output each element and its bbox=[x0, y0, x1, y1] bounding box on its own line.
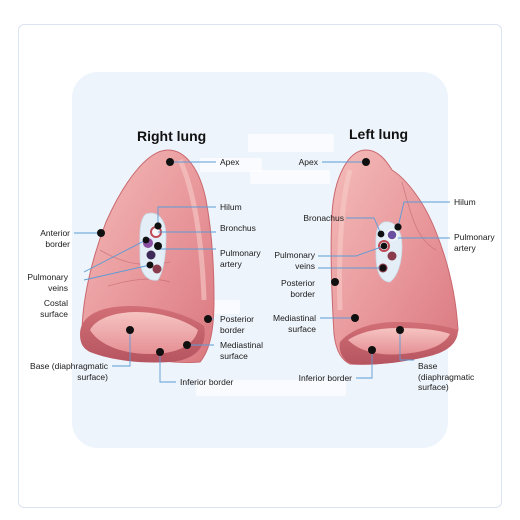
marker-dot bbox=[377, 230, 385, 238]
marker-dot bbox=[362, 158, 370, 166]
marker-dot bbox=[154, 242, 162, 250]
label-right-pulmonary-artery: Pulmonary artery bbox=[220, 248, 261, 269]
marker-dot bbox=[183, 341, 191, 349]
marker-dot bbox=[146, 261, 154, 269]
right-lung-markers bbox=[97, 158, 212, 356]
background-placeholder-bar bbox=[200, 158, 262, 172]
background-placeholder-bar bbox=[196, 380, 346, 396]
marker-dot bbox=[166, 158, 174, 166]
label-right-bronchus: Bronchus bbox=[220, 223, 256, 233]
label-left-posterior-border: Posterior border bbox=[280, 278, 315, 299]
label-left-mediastinal-surface: Mediastinal surface bbox=[273, 313, 316, 334]
marker-dot bbox=[97, 229, 105, 237]
marker-dot bbox=[380, 242, 388, 250]
right-lung-title: Right lung bbox=[137, 128, 207, 144]
label-right-pulmonary-veins: Pulmonary veins bbox=[27, 272, 68, 293]
label-right-posterior-border: Posterior border bbox=[220, 314, 255, 335]
label-right-anterior-border: Anterior border bbox=[40, 228, 70, 249]
label-right-mediastinal-surface: Mediastinal surface bbox=[220, 340, 263, 361]
label-left-apex: Apex bbox=[298, 157, 318, 167]
marker-dot bbox=[331, 278, 339, 286]
marker-dot bbox=[351, 314, 359, 322]
marker-dot bbox=[396, 326, 404, 334]
left-leader-lines bbox=[318, 161, 450, 379]
label-left-pulmonary-veins: Pulmonary veins bbox=[274, 250, 315, 271]
marker-dot bbox=[126, 326, 134, 334]
marker-dot bbox=[379, 264, 387, 272]
right-leader-lines bbox=[74, 161, 216, 383]
left-lung-shape bbox=[330, 149, 459, 365]
marker-dot bbox=[394, 223, 402, 231]
label-right-hilum: Hilum bbox=[220, 202, 242, 212]
background-placeholder-bar bbox=[250, 170, 330, 184]
label-left-base: Base (diaphragmatic surface) bbox=[418, 361, 475, 392]
label-right-costal-surface: Costal surface bbox=[40, 298, 68, 319]
marker-dot bbox=[156, 348, 164, 356]
label-right-base: Base (diaphragmatic surface) bbox=[30, 361, 108, 382]
marker-dot bbox=[142, 236, 150, 244]
label-right-inferior-border: Inferior border bbox=[180, 377, 234, 387]
left-lung-markers bbox=[331, 158, 404, 354]
label-right-apex: Apex bbox=[220, 157, 240, 167]
right-lung-shape bbox=[80, 149, 215, 363]
left-lung-title: Left lung bbox=[349, 126, 409, 142]
marker-dot bbox=[204, 315, 212, 323]
label-left-pulmonary-artery: Pulmonary artery bbox=[454, 232, 495, 253]
marker-dot bbox=[368, 346, 376, 354]
marker-dot bbox=[154, 222, 162, 230]
label-left-hilum: Hilum bbox=[454, 197, 476, 207]
label-left-bronchus: Bronachus bbox=[303, 213, 344, 223]
label-left-inferior-border: Inferior border bbox=[298, 373, 352, 383]
background-placeholder-bar bbox=[248, 134, 334, 152]
